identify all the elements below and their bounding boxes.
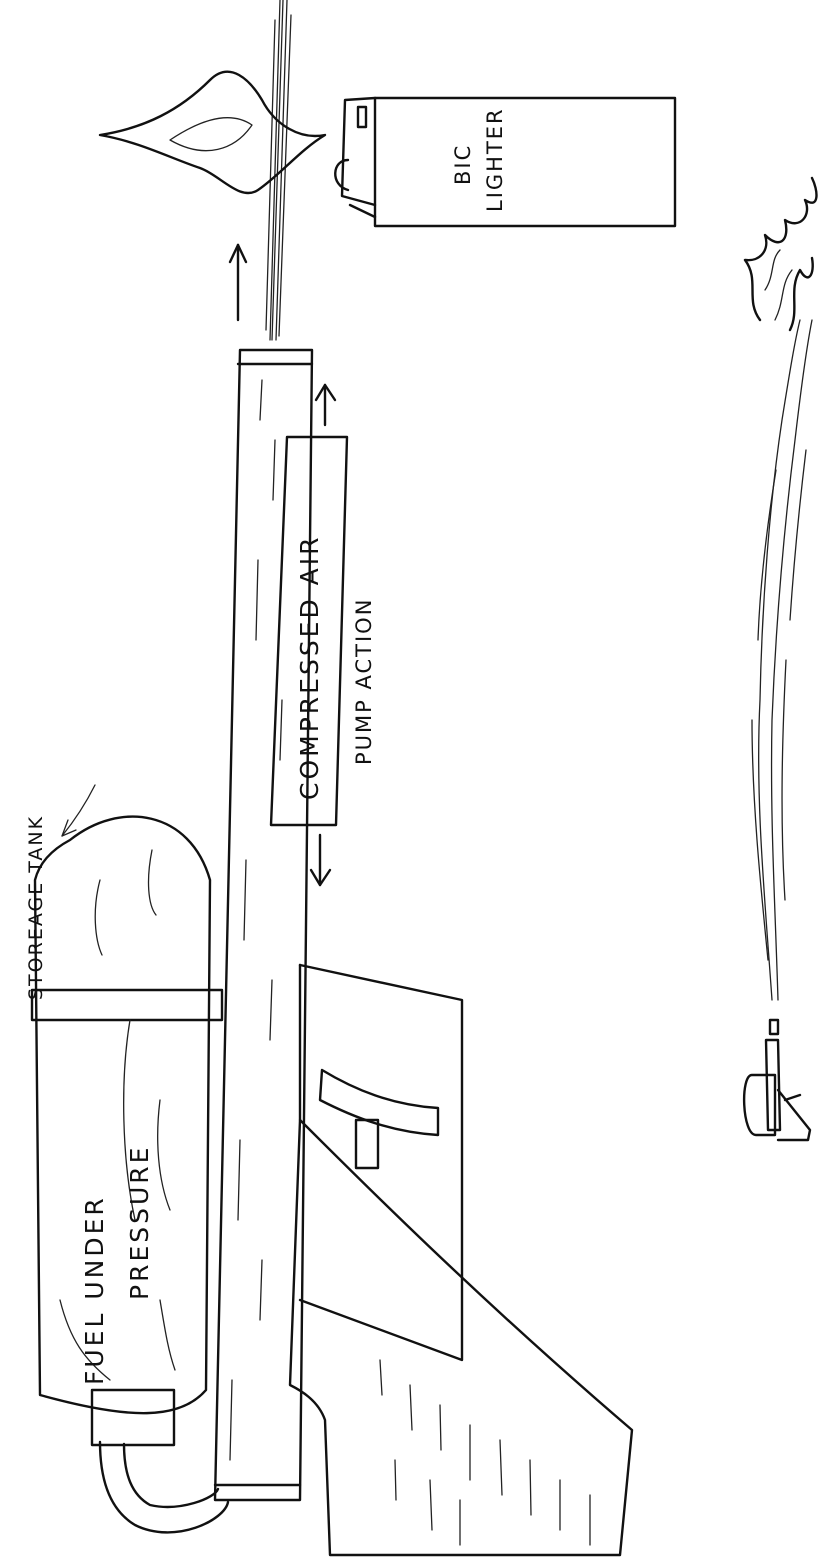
storage-tank-label: STOREAGE TANK [25, 815, 47, 1000]
spray-arrow [230, 245, 246, 320]
small-gun-icon [744, 1020, 810, 1140]
fuel-spray [266, 0, 291, 340]
trigger [320, 1070, 438, 1168]
pump-label-line1: COMPRESSED AIR [295, 534, 324, 800]
pump-label-line2: PUMP ACTION [352, 598, 376, 765]
gun-barrel [215, 350, 312, 1500]
lighter-label-line2: LIGHTER [483, 107, 507, 212]
flame-icon [100, 72, 325, 193]
fuel-label-line2: PRESSURE [125, 1145, 154, 1300]
pump-arrow-forward [316, 385, 335, 425]
fuel-label-line1: FUEL UNDER [80, 1195, 109, 1385]
pump-arrow-back [311, 835, 330, 885]
trigger-guard [300, 965, 462, 1360]
lighter-label-line1: BIC [451, 144, 475, 185]
flame-stream [745, 178, 816, 1000]
